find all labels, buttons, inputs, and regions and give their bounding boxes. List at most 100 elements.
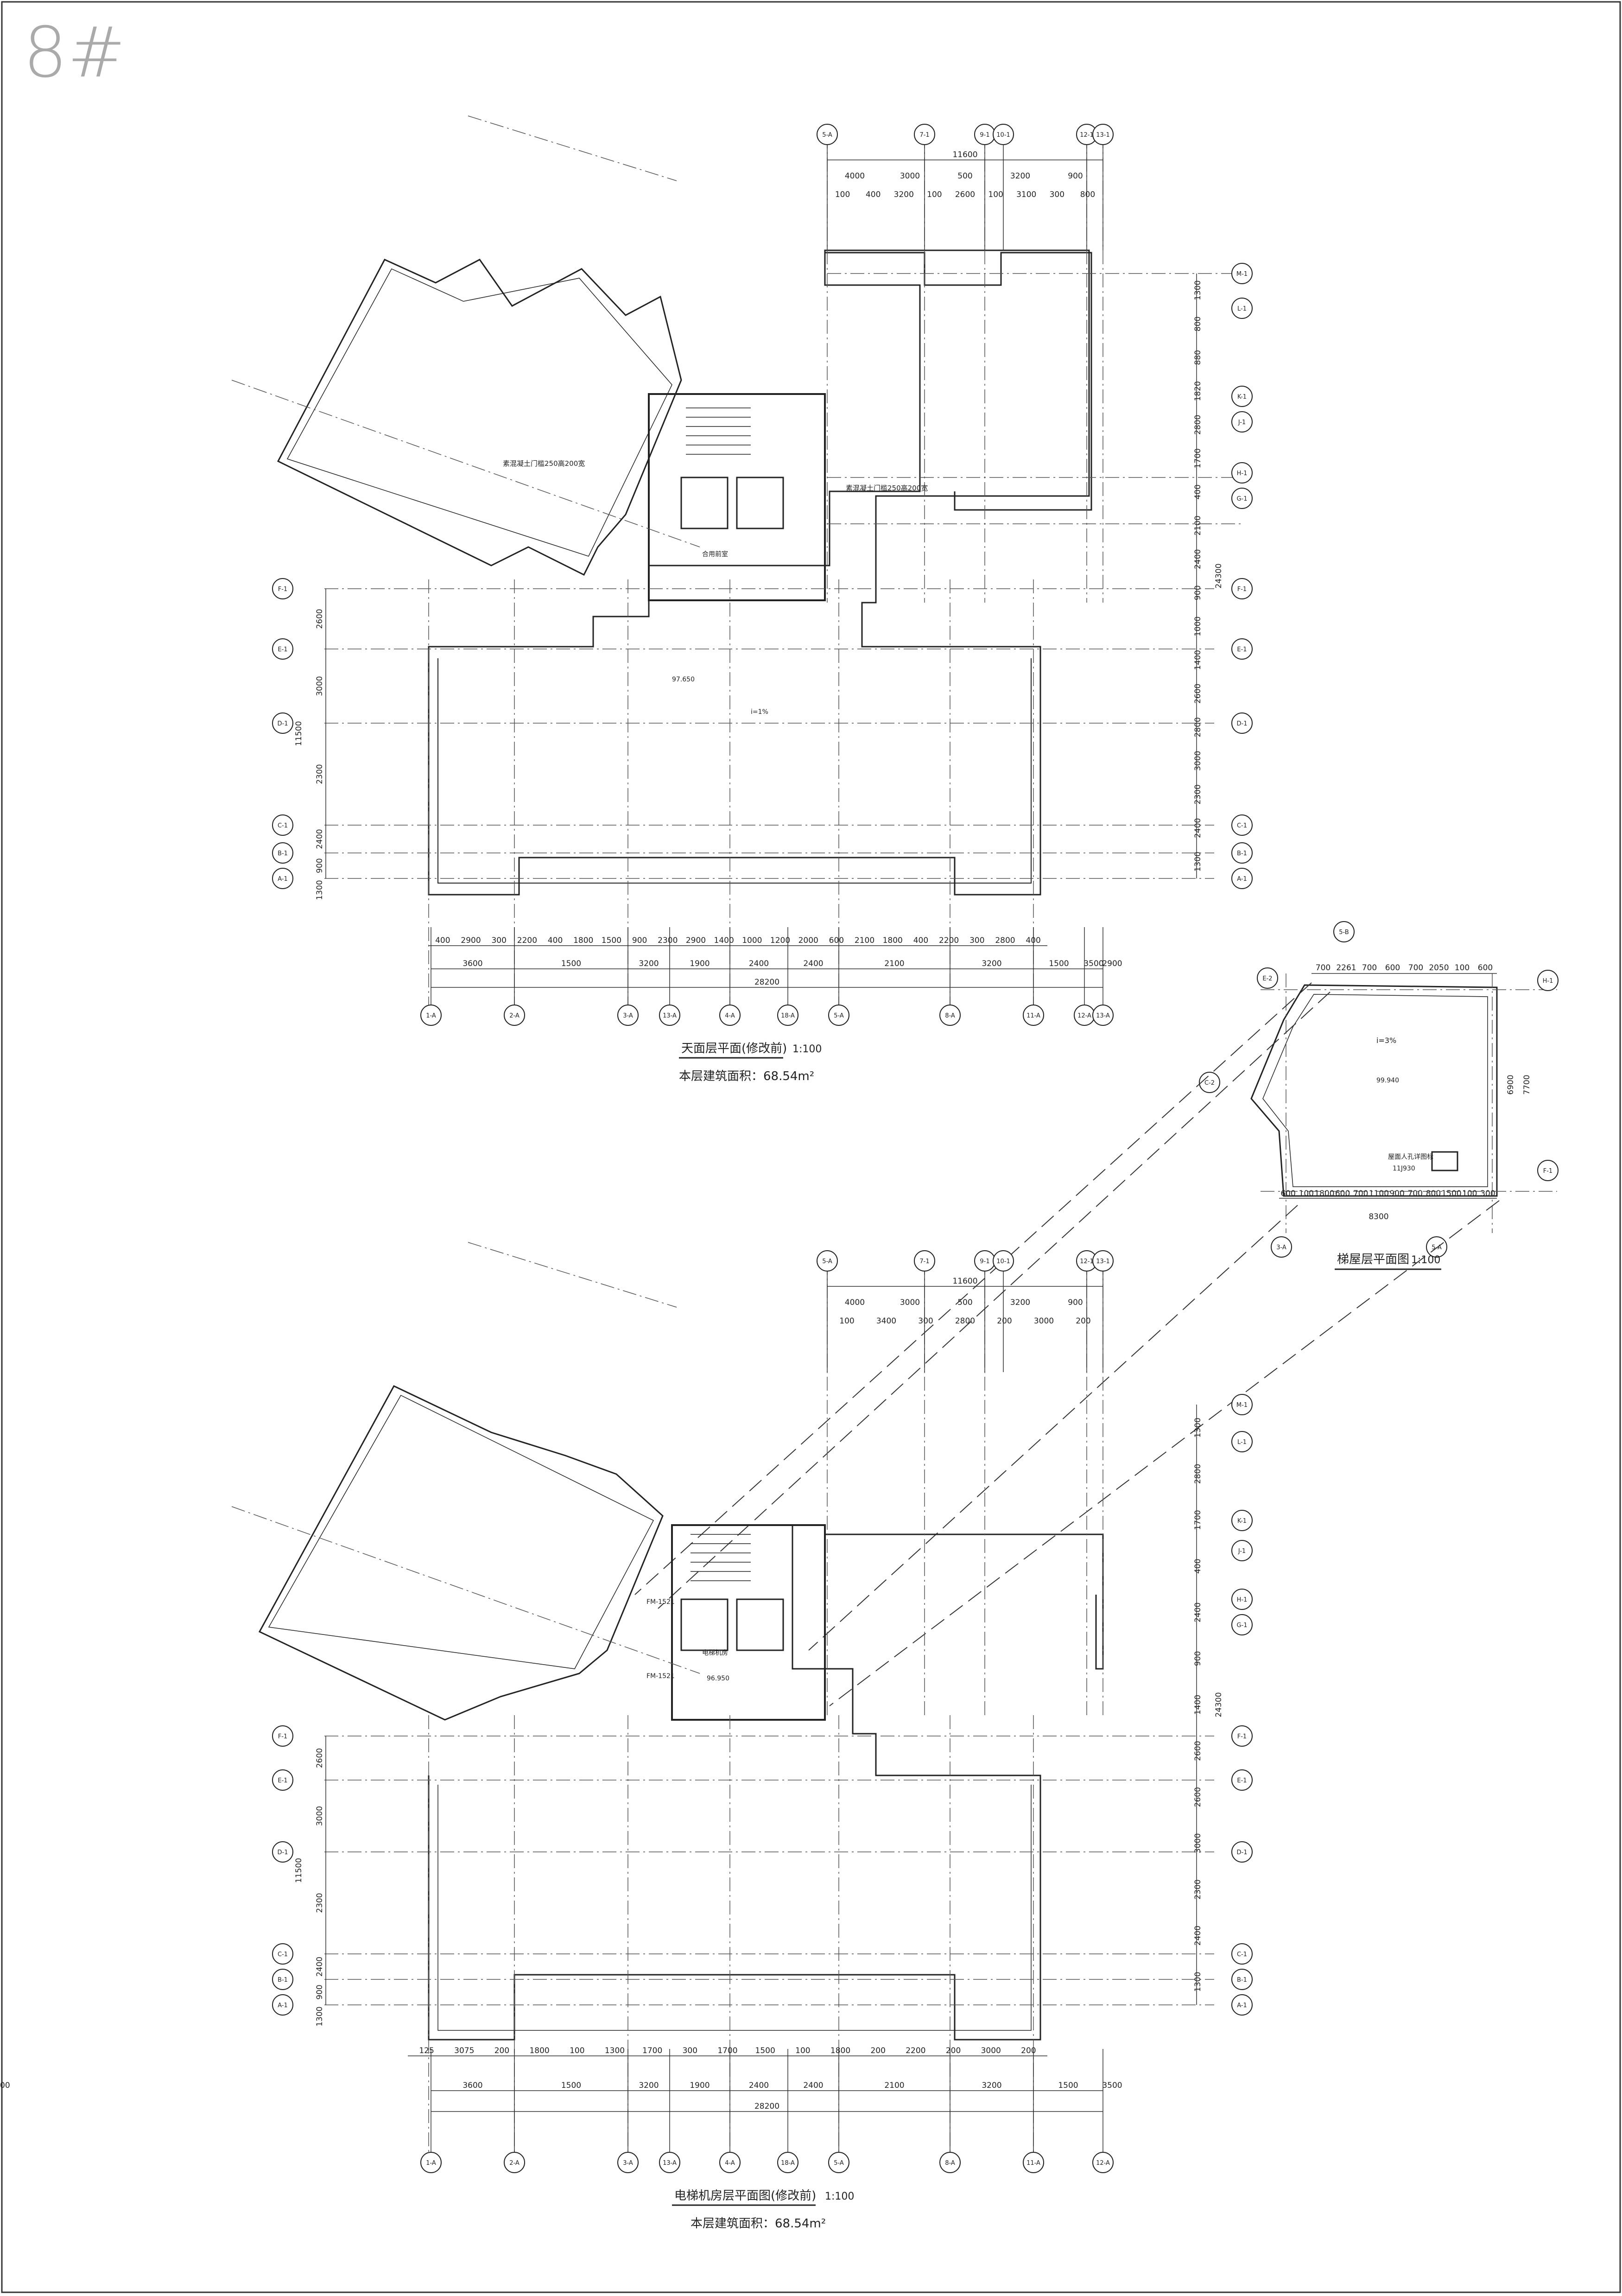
dim-top: 2600	[955, 190, 975, 199]
grid-bubble-3-A: 3-A	[617, 1005, 639, 1026]
dim-left: 2300	[315, 1893, 324, 1913]
grid-bubble-K-1: K-1	[1231, 386, 1253, 407]
grid-bubble-1-A: 1-A	[420, 1005, 442, 1026]
grid-bubble-F-1: F-1	[1537, 1160, 1559, 1181]
stair-roof-elevation: 99.940	[1376, 1077, 1399, 1084]
roof-rotated-wing-inner	[286, 268, 672, 557]
dim-top: 3000	[1034, 1317, 1054, 1326]
dim-right: 2400	[1193, 549, 1203, 569]
dim-bottom-detail: 100	[570, 2046, 584, 2055]
grid-bubble-4-A: 4-A	[719, 2152, 741, 2173]
dim-bottom: 1500	[561, 959, 581, 968]
grid-bubble-D-1: D-1	[272, 712, 293, 734]
dim-right-total: 24300	[1214, 1692, 1223, 1717]
grid-bubble-13-1: 13-1	[1092, 1250, 1114, 1272]
grid-bubble-13-A: 13-A	[659, 2152, 680, 2173]
dim-bottom-total: 28200	[754, 978, 779, 987]
dim-bottom-detail: 300	[969, 936, 984, 945]
dim-right: 2100	[1193, 515, 1203, 535]
dim-right: 1300	[1193, 1418, 1203, 1437]
dim-top: 300	[918, 1317, 933, 1326]
svg-text:5-A: 5-A	[822, 1258, 832, 1265]
stair-dim-top: 100	[1455, 963, 1470, 973]
dim-bottom: 1500	[561, 2081, 581, 2090]
grid-bubble-10-1: 10-1	[993, 1250, 1014, 1272]
grid-bubble-G-1: G-1	[1231, 1614, 1253, 1635]
dim-left: 2600	[315, 1748, 324, 1768]
dim-bottom: 2400	[803, 959, 823, 968]
dim-bottom-detail: 2800	[995, 936, 1015, 945]
roof-note-1: 素混凝土门槛250高200宽	[503, 459, 585, 468]
grid-bubble-M-1: M-1	[1231, 263, 1253, 284]
dim-bottom-detail: 1800	[830, 2046, 850, 2055]
stair-dim-bottom: 300	[1480, 1189, 1495, 1198]
grid-bubble-A-1: A-1	[1231, 1994, 1253, 2016]
svg-text:K-1: K-1	[1237, 394, 1247, 401]
svg-text:13-A: 13-A	[663, 1012, 677, 1019]
dim-bottom: 1500	[1049, 959, 1069, 968]
stair-dim-bottom: 700	[1408, 1189, 1423, 1198]
svg-text:A-1: A-1	[1237, 2002, 1247, 2009]
dim-top: 100	[839, 1317, 854, 1326]
dim-top: 4000	[845, 172, 865, 181]
svg-text:12-A: 12-A	[1077, 1012, 1091, 1019]
stair-dim-bottom: 100	[1462, 1189, 1477, 1198]
svg-text:F-1: F-1	[278, 586, 287, 593]
dim-left: 2300	[315, 764, 324, 784]
svg-text:L-1: L-1	[1237, 1439, 1247, 1446]
dim-top-total: 11600	[952, 1277, 977, 1286]
dim-top: 100	[927, 190, 942, 199]
machine-rotated-inner	[268, 1395, 654, 1669]
dim-top: 3200	[894, 190, 914, 199]
dim-bottom: 2400	[749, 959, 769, 968]
roof-rotated-wing	[277, 259, 682, 576]
stair-core	[648, 393, 826, 601]
stair-plan-scale: 1:100	[1411, 1254, 1440, 1266]
machine-lift-1	[680, 1598, 729, 1651]
grid-bubble-C-2: C-2	[1199, 1072, 1220, 1093]
dim-top: 100	[835, 190, 850, 199]
dim-bottom-detail: 400	[1026, 936, 1040, 945]
svg-text:12-A: 12-A	[1096, 2160, 1110, 2167]
dim-bottom-detail: 1800	[529, 2046, 549, 2055]
svg-text:B-1: B-1	[278, 850, 288, 857]
svg-text:9-1: 9-1	[980, 1258, 989, 1265]
grid-bubble-L-1: L-1	[1231, 1431, 1253, 1452]
roof-plan-area: 本层建筑面积：68.54m²	[679, 1069, 814, 1083]
dim-right: 1400	[1193, 1695, 1203, 1715]
dim-left: 900	[315, 1984, 324, 1999]
svg-text:11-A: 11-A	[1026, 2160, 1040, 2167]
stair-dim-top: 700	[1362, 963, 1377, 973]
machine-wall-inner	[437, 1785, 1032, 2031]
grid-bubble-7-1: 7-1	[914, 1250, 935, 1272]
stair-dim-total: 8300	[1369, 1212, 1388, 1221]
stair-dim-bottom: 1500	[1441, 1189, 1461, 1198]
dim-right: 2800	[1193, 1464, 1203, 1484]
dim-left: 3000	[315, 676, 324, 696]
dim-right: 400	[1193, 484, 1203, 499]
grid-bubble-H-1: H-1	[1231, 462, 1253, 483]
svg-text:13-1: 13-1	[1096, 1258, 1110, 1265]
grid-bubble-E-1: E-1	[1231, 1769, 1253, 1791]
roof-wall-outline	[428, 249, 1090, 896]
grid-bubble-M-1: M-1	[1231, 1394, 1253, 1415]
dim-bottom-detail: 400	[435, 936, 450, 945]
machine-lift-2	[736, 1598, 784, 1651]
dim-right: 2400	[1193, 818, 1203, 838]
grid-bubble-8-A: 8-A	[939, 2152, 961, 2173]
svg-text:L-1: L-1	[1237, 305, 1247, 312]
projection-lines	[634, 982, 1500, 1706]
grid-bubble-F-1: F-1	[1231, 1725, 1253, 1747]
dim-bottom: 1900	[690, 2081, 710, 2090]
dim-right: 1300	[1193, 1972, 1203, 1992]
grid-bubble-G-1: G-1	[1231, 488, 1253, 509]
svg-text:M-1: M-1	[1236, 1402, 1248, 1409]
svg-text:C-1: C-1	[1237, 1951, 1247, 1958]
machine-rotated-wing	[258, 1385, 664, 1721]
stair-dim-top: 2261	[1336, 963, 1356, 973]
machine-grid-left: F-1E-1D-1C-1B-1A-1	[272, 1725, 293, 2016]
grid-bubble-L-1: L-1	[1231, 298, 1253, 319]
